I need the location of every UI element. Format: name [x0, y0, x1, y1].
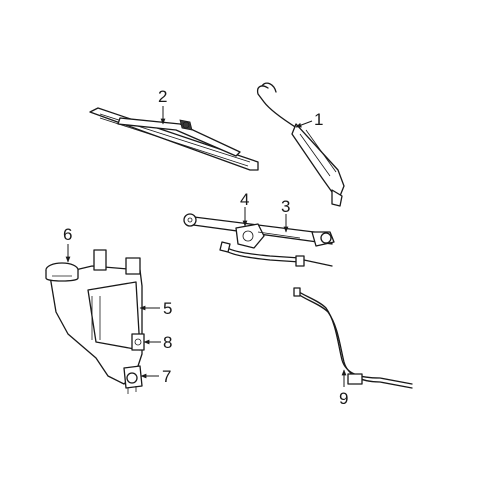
washer-hose [293, 287, 413, 389]
washer-pump [123, 365, 143, 394]
level-sensor [131, 333, 145, 351]
callout-1: 1 [314, 110, 323, 129]
callout-4: 4 [240, 190, 249, 209]
wiper-linkage [183, 213, 335, 249]
callout-2: 2 [158, 87, 167, 106]
reservoir-cap [45, 262, 79, 282]
callout-leaders [65, 106, 347, 387]
callout-6: 6 [63, 225, 72, 244]
callout-9: 9 [339, 389, 348, 408]
wiper-arm [256, 82, 345, 207]
wiper-motor-harness [219, 241, 333, 267]
callout-5: 5 [163, 299, 172, 318]
washer-reservoir [49, 249, 143, 385]
callout-labels: 1 2 3 4 5 6 7 8 9 [63, 87, 348, 408]
callout-7: 7 [162, 367, 171, 386]
wiper-blade [89, 107, 259, 171]
callout-8: 8 [163, 333, 172, 352]
callout-3: 3 [281, 197, 290, 216]
